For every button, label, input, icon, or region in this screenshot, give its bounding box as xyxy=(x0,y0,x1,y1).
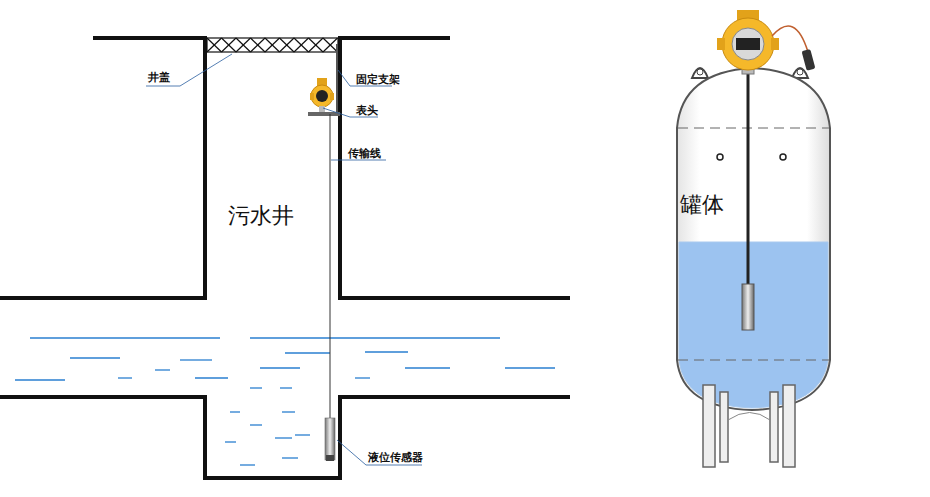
well-wall xyxy=(0,38,570,478)
tank xyxy=(677,68,830,467)
well-label: 污水井 xyxy=(228,203,294,229)
level-sensor xyxy=(325,418,335,461)
transmission-cable xyxy=(330,114,331,418)
tank-label: 罐体 xyxy=(680,192,724,218)
cable-label: 传输线 xyxy=(348,147,381,160)
water-lines xyxy=(15,338,555,465)
well-cover xyxy=(207,38,338,52)
sensor-label: 液位传感器 xyxy=(368,451,423,464)
gauge-label: 表头 xyxy=(356,104,378,117)
cover-label: 井盖 xyxy=(148,71,170,84)
fixed-bracket xyxy=(308,44,340,116)
tank-gauge xyxy=(717,10,815,330)
gauge-head xyxy=(310,78,334,112)
bracket-label: 固定支架 xyxy=(356,73,400,86)
leader-line xyxy=(146,54,422,465)
